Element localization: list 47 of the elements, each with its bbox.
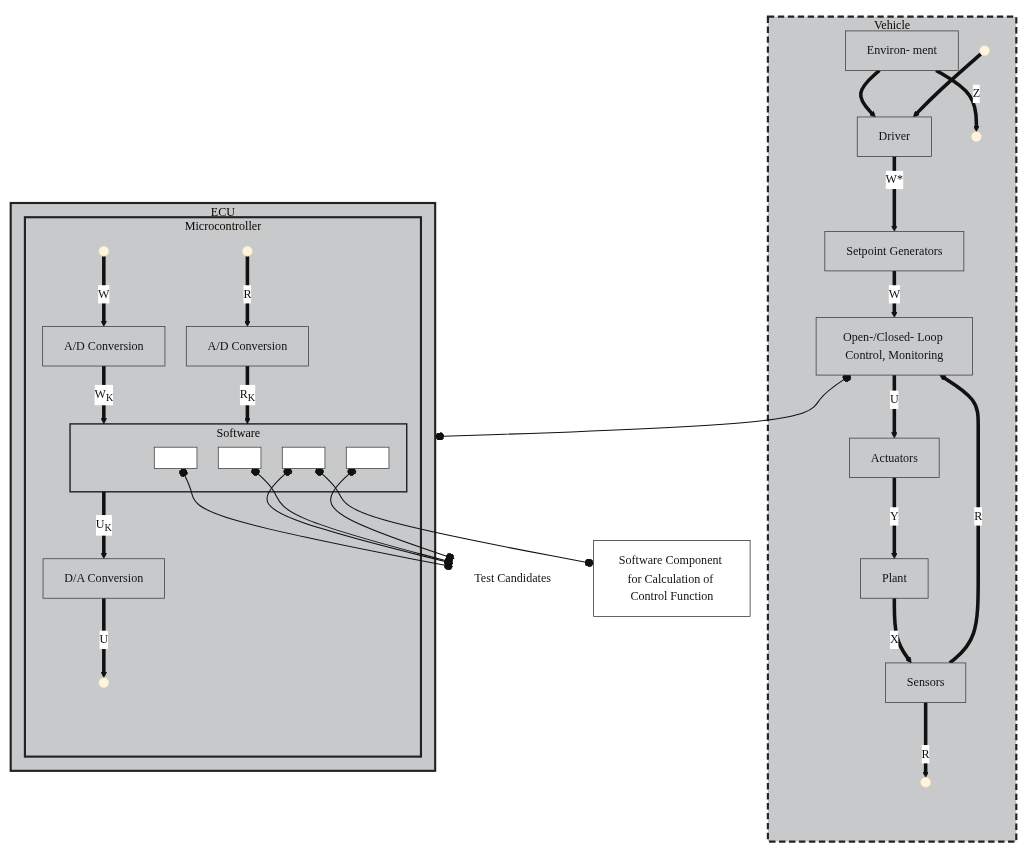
node-box: Environ- ment [845,30,959,71]
edge-label: R [974,509,983,523]
node-box: Actuators [849,437,940,478]
node-box [281,446,326,469]
edge-label: W$_{K}$ [94,386,114,403]
node-box: Open-/Closed- Loop Control, Monitoring [815,317,973,376]
connector [315,467,595,567]
edge-label: W* [885,172,904,187]
arrow [891,374,898,439]
node-box: Setpoint Generators [824,230,965,272]
arrow [100,256,107,327]
arrow [244,256,251,327]
edge-label: Z [972,86,981,101]
node-text: Test Candidates [474,571,551,585]
arrow [100,598,107,678]
node-box [217,446,262,469]
node-box: Plant [860,558,929,599]
edge-label: X [889,632,899,647]
node-box: Software Component for Calculation of Control Function [593,540,751,617]
node-box [153,446,198,469]
edge-label: R [243,287,252,301]
edge-label: Y [889,509,899,523]
arrow [891,156,898,232]
edge-label: U [99,632,109,647]
arrow [913,52,983,118]
edge-label: U [889,392,899,406]
arrow [891,477,898,559]
edge-label: R [921,747,930,761]
arrow [892,598,912,664]
node-box: A/D Conversion [185,326,309,367]
edge-label: R$_{K}$ [239,386,256,403]
connector [330,467,455,562]
arrow [244,365,251,425]
arrow [891,270,898,318]
edge-label: W [888,287,901,301]
connector [179,467,454,571]
edge-label: U$_{K}$ [95,517,112,534]
arrow [922,702,929,778]
edge-label: W [98,287,110,301]
arrow [100,365,107,425]
connector [434,373,852,441]
node-box [345,446,390,469]
node-box: Driver [856,116,932,157]
node-box: D/A Conversion [42,558,165,599]
cluster: Software [69,423,408,493]
node-box: A/D Conversion [42,326,166,367]
node-box: Sensors [885,662,967,703]
